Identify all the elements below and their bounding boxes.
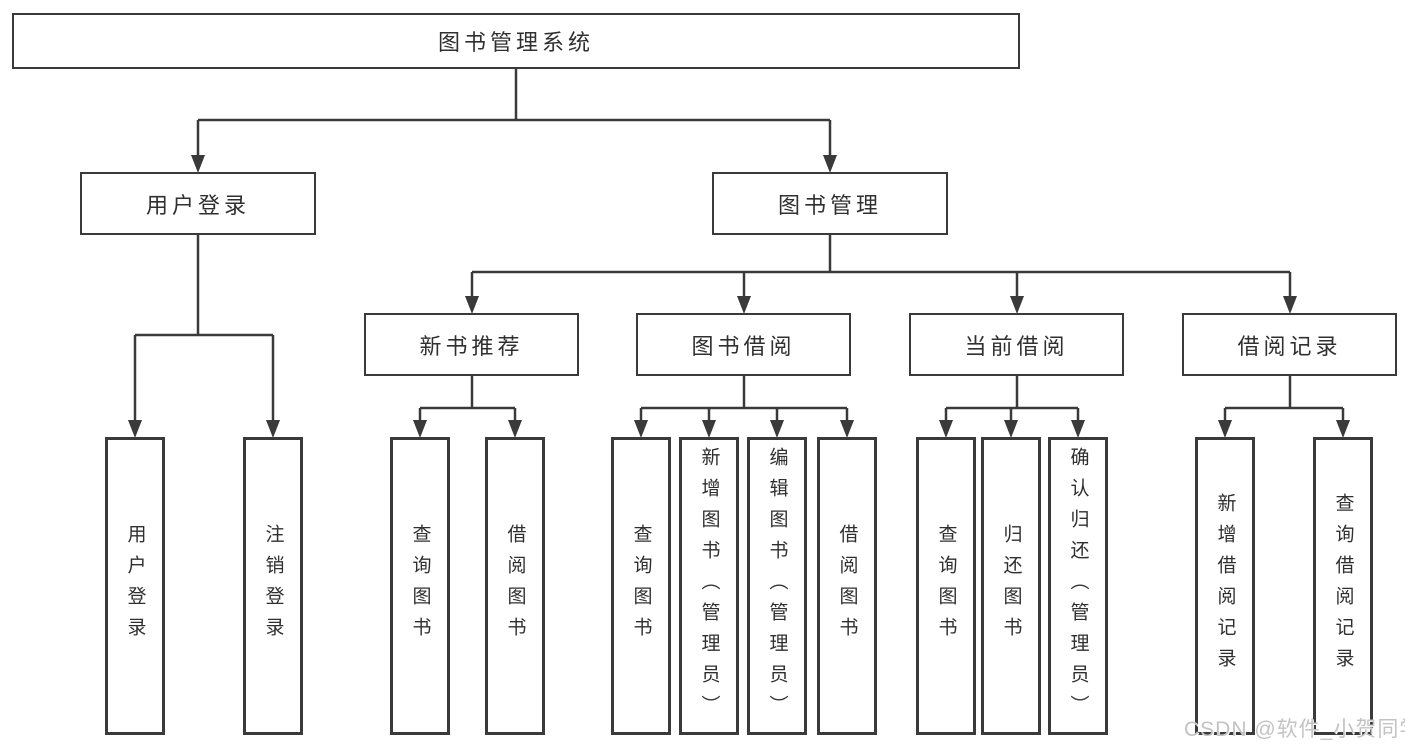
leaf-cb-query-book: 查询图书	[916, 437, 976, 735]
leaf-label: 借阅图书	[836, 524, 858, 648]
node-borrow-record: 借阅记录	[1182, 313, 1397, 376]
leaf-nbr-borrow-book: 借阅图书	[485, 437, 545, 735]
leaf-label: 查询图书	[935, 524, 957, 648]
leaf-cb-return-book: 归还图书	[981, 437, 1041, 735]
arrowheads	[128, 155, 1350, 438]
leaf-nbr-query-book: 查询图书	[390, 437, 450, 735]
node-current-borrow: 当前借阅	[909, 313, 1124, 376]
node-book-borrow: 图书借阅	[636, 313, 851, 376]
leaf-logout: 注销登录	[243, 437, 303, 735]
leaf-label: 新增借阅记录	[1214, 493, 1236, 679]
node-new-book-recommend: 新书推荐	[364, 313, 579, 376]
leaf-bb-edit-book-admin: 编辑图书（管理员）	[747, 437, 807, 735]
leaf-bb-query-book: 查询图书	[611, 437, 671, 735]
leaf-label: 查询借阅记录	[1332, 493, 1354, 679]
leaf-br-query-record: 查询借阅记录	[1313, 437, 1373, 735]
leaf-label: 确认归还（管理员）	[1067, 446, 1089, 726]
leaf-user-login: 用户登录	[105, 437, 165, 735]
leaf-cb-confirm-return-admin: 确认归还（管理员）	[1048, 437, 1108, 735]
leaf-label: 归还图书	[1000, 524, 1022, 648]
leaf-bb-borrow-book: 借阅图书	[817, 437, 877, 735]
leaf-label: 注销登录	[262, 524, 284, 648]
leaf-br-add-record: 新增借阅记录	[1195, 437, 1255, 735]
node-root: 图书管理系统	[12, 13, 1020, 69]
csdn-watermark: CSDN @软件_小贺同学	[1184, 718, 1405, 741]
leaf-label: 编辑图书（管理员）	[766, 446, 788, 726]
leaf-label: 查询图书	[409, 524, 431, 648]
leaf-label: 用户登录	[124, 524, 146, 648]
leaf-label: 借阅图书	[504, 524, 526, 648]
node-book-management: 图书管理	[712, 172, 948, 235]
node-user-login: 用户登录	[80, 172, 316, 235]
leaf-label: 新增图书（管理员）	[698, 446, 720, 726]
leaf-label: 查询图书	[630, 524, 652, 648]
leaf-bb-add-book-admin: 新增图书（管理员）	[679, 437, 739, 735]
